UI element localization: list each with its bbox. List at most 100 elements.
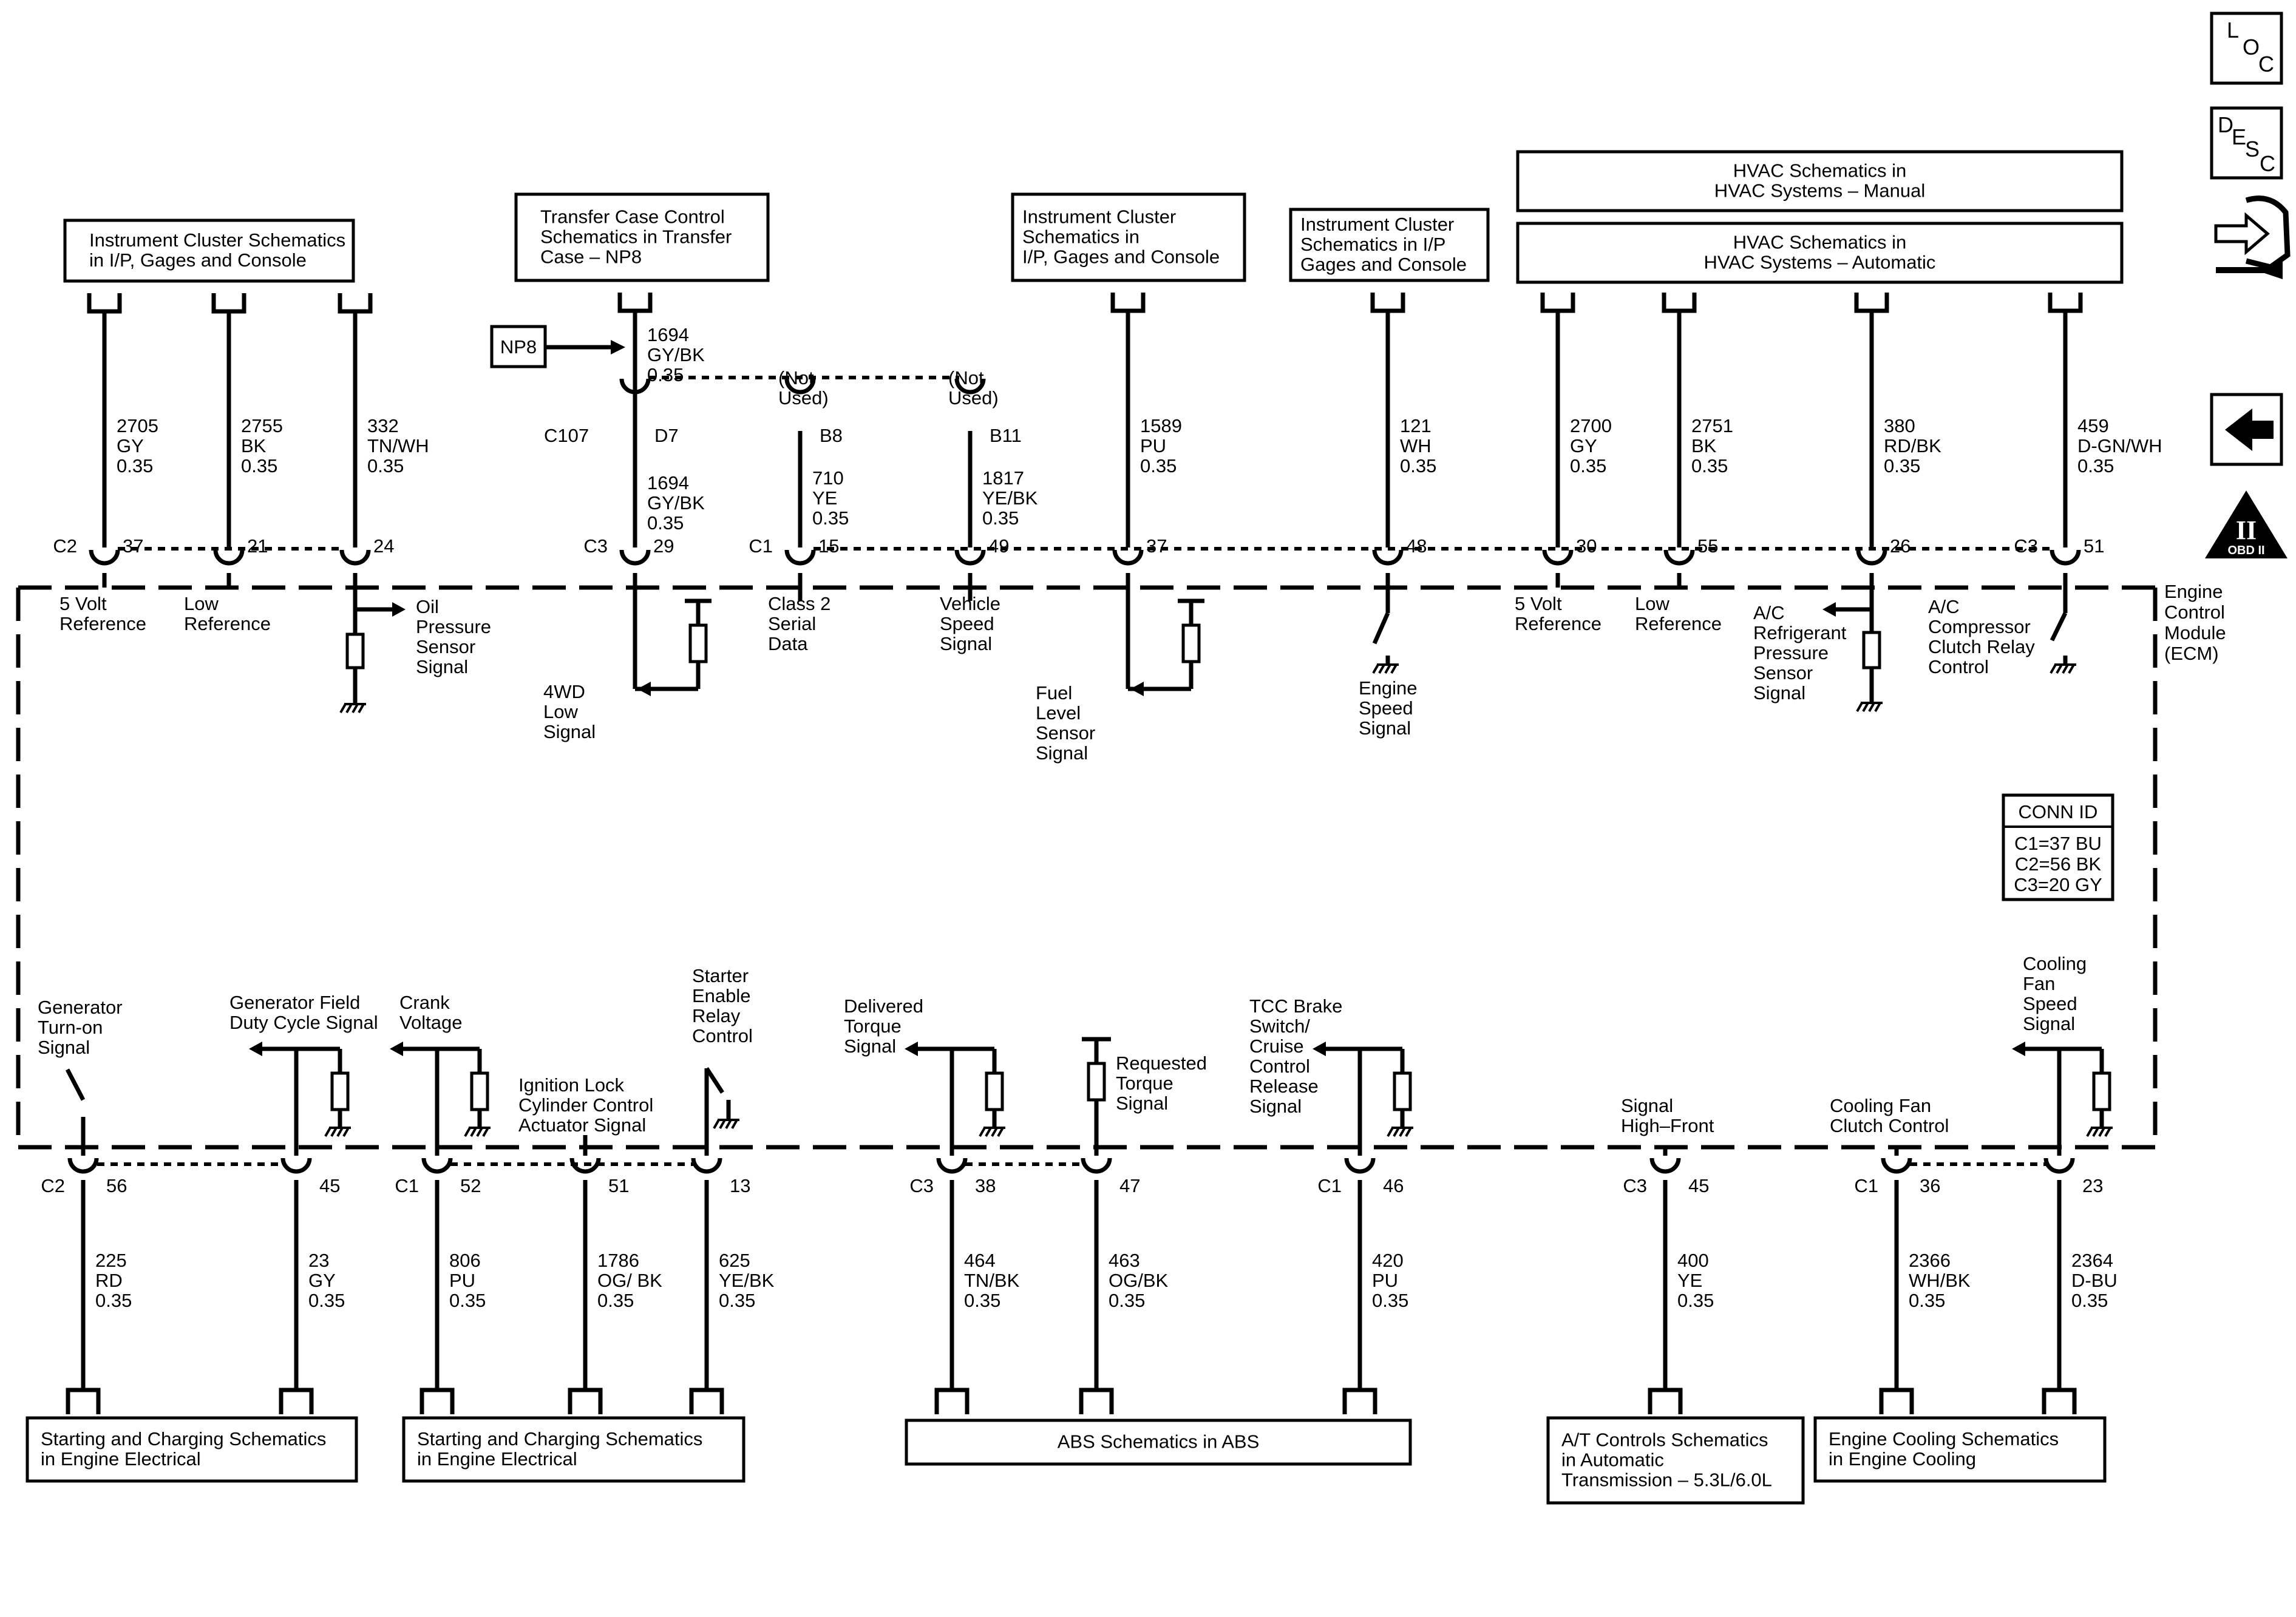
ac-compressor-switch <box>2050 588 2076 674</box>
requested-torque-resistor <box>1087 1062 1106 1102</box>
top-socket-4 <box>619 549 651 566</box>
top-socket-12 <box>2050 549 2081 566</box>
top-signal-11-line-3: Pressure <box>1753 642 1829 663</box>
oil-pressure-circuit <box>339 588 406 713</box>
bottom-signal-1-line-3: Signal <box>38 1037 90 1058</box>
bottom-wire-circuit-7-1: 463 <box>1109 1250 1140 1271</box>
connector-hand-icon[interactable] <box>2214 195 2291 279</box>
cooling-fan-speed-circuit <box>2012 1042 2113 1147</box>
tcc-brake-circuit <box>1313 1042 1413 1147</box>
desc-letter-d: D <box>2218 112 2233 137</box>
gen-field-circuit <box>249 1042 351 1147</box>
c107-label: C107 <box>544 425 589 446</box>
top-signal-10-line-2: Reference <box>1635 613 1722 634</box>
bottom-socket-5 <box>691 1158 722 1174</box>
top-signal-1-line-1: 5 Volt <box>59 593 107 614</box>
loc-button[interactable]: L O C <box>2210 12 2283 85</box>
fuel-level-circuit <box>1126 588 1204 696</box>
top-signal-3-line-2: Pressure <box>416 616 491 637</box>
bottom-wire-circuit-2-2: GY <box>308 1270 336 1291</box>
bottom-signal-8-line-1: TCC Brake <box>1249 995 1342 1017</box>
top-socket-1 <box>89 549 120 566</box>
top-wire-circuit-9-3: 0.35 <box>1570 455 1606 476</box>
top-upper-pin-4: D7 <box>654 425 679 446</box>
top-pin-4: 29 <box>653 535 674 557</box>
cooling-fan-speed-circuit-ground <box>2086 1127 2113 1137</box>
top-connector-bracket-3 <box>338 293 373 314</box>
bottom-signal-11-line-2: Fan <box>2023 973 2055 994</box>
oil-pressure-ground <box>339 703 366 713</box>
engine-speed-ground <box>1372 663 1399 674</box>
bottom-wire-circuit-5-1: 625 <box>719 1250 750 1271</box>
top-connector-bracket-2 <box>211 293 246 314</box>
bottom-signal-7-line-1: Requested <box>1116 1053 1207 1074</box>
bottom-conn-6: C3 <box>909 1175 934 1196</box>
bottom-pin-7: 47 <box>1119 1175 1140 1196</box>
top-signal-11-line-2: Refrigerant <box>1753 622 1847 643</box>
top-wire-circuit-8-3: 0.35 <box>1400 455 1436 476</box>
bottom-signal-3-line-2: Voltage <box>399 1012 462 1033</box>
top-wire-circuit-12-3: 0.35 <box>2077 455 2114 476</box>
top-wire-circuit-5-2: YE <box>812 487 837 509</box>
np8-label: NP8 <box>500 336 537 358</box>
top-box-tcc-line-2: Schematics in Transfer <box>540 226 732 248</box>
bottom-signal-2-line-1: Generator Field <box>229 992 360 1013</box>
top-wire-circuit-3-2: TN/WH <box>367 435 429 456</box>
back-arrow-button[interactable] <box>2210 393 2283 466</box>
top-connector-bracket-8 <box>1370 293 1405 313</box>
top-pin-6: 49 <box>988 535 1009 557</box>
top-wire-circuit-4-1: 1694 <box>647 472 689 493</box>
top-signal-8-line-3: Signal <box>1359 717 1411 739</box>
top-upper-socket-6 <box>954 378 986 395</box>
top-box-hvacm-line-2: HVAC Systems – Manual <box>1714 180 1925 202</box>
ac-pressure-resistor <box>1862 631 1881 670</box>
bottom-wire-circuit-8-1: 420 <box>1372 1250 1404 1271</box>
top-signal-11-line-1: A/C <box>1753 602 1785 623</box>
top-upper-pin-6: B11 <box>990 425 1022 446</box>
bottom-socket-11 <box>2043 1158 2075 1174</box>
bottom-signal-11-line-1: Cooling <box>2023 953 2087 974</box>
bottom-signal-8-line-4: Control <box>1249 1056 1310 1077</box>
top-wire-upper-circuit-4-2: GY/BK <box>647 344 705 365</box>
conn-id-line-2: C2=56 BK <box>2015 853 2102 875</box>
top-signal-9-line-1: 5 Volt <box>1515 593 1562 614</box>
bottom-wire-circuit-9-2: YE <box>1677 1270 1702 1291</box>
bottom-connector-bracket-6 <box>934 1388 970 1414</box>
top-box-ic1-line-2: in I/P, Gages and Console <box>89 249 307 271</box>
top-wire-circuit-10-2: BK <box>1691 435 1717 456</box>
bottom-connector-bracket-7 <box>1079 1388 1114 1414</box>
top-signal-3-line-3: Sensor <box>416 636 475 657</box>
bottom-connector-bracket-4 <box>568 1388 603 1414</box>
conn-id-box: CONN ID C1=37 BU C2=56 BK C3=20 GY <box>2002 793 2114 901</box>
top-signal-5-line-3: Data <box>768 633 808 654</box>
bottom-wire-circuit-5-2: YE/BK <box>719 1270 775 1291</box>
bottom-wire-circuit-6-1: 464 <box>964 1250 996 1271</box>
desc-button[interactable]: D E S C <box>2210 106 2283 180</box>
bottom-box-sc2-line-1: Starting and Charging Schematics <box>417 1428 702 1449</box>
crank-voltage-circuit <box>390 1042 491 1147</box>
bottom-signal-10-line-2: Clutch Control <box>1830 1115 1949 1136</box>
bottom-signal-5-line-3: Relay <box>692 1005 741 1026</box>
bottom-signal-11-line-4: Signal <box>2023 1013 2075 1034</box>
bottom-signal-3-line-1: Crank <box>399 992 450 1013</box>
top-signal-11-line-5: Signal <box>1753 682 1805 703</box>
top-box-ic1-line-1: Instrument Cluster Schematics <box>89 229 345 251</box>
bottom-signal-7-line-3: Signal <box>1116 1093 1168 1114</box>
top-connector-bracket-1 <box>87 293 122 314</box>
loc-letter-l: L <box>2227 18 2239 42</box>
bottom-pin-9: 45 <box>1688 1175 1709 1196</box>
bottom-conn-10: C1 <box>1854 1175 1878 1196</box>
bottom-signal-9-line-1: Signal <box>1621 1095 1673 1116</box>
